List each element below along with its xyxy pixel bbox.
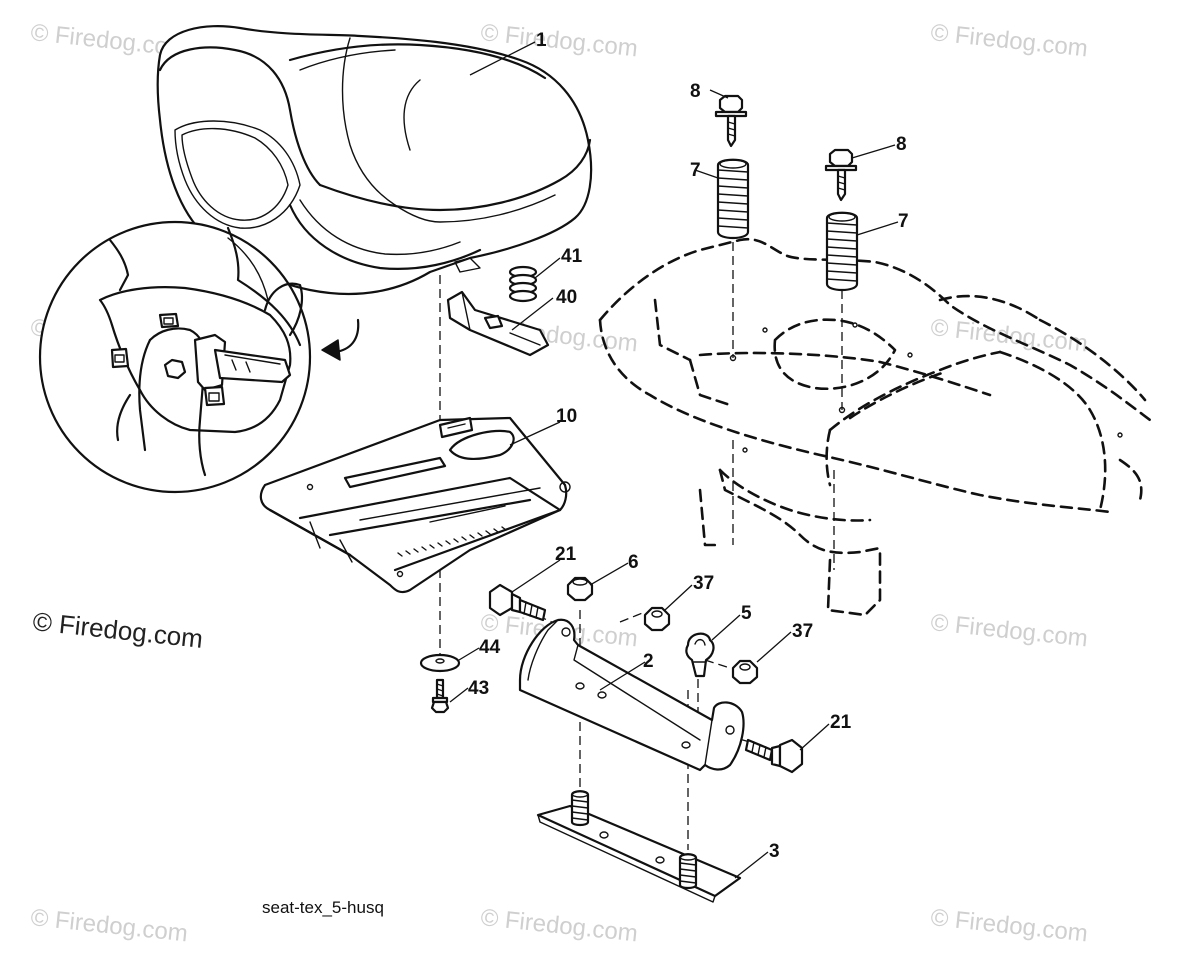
fender-holes [729,322,1123,453]
main-watermark: © Firedog.com [31,606,204,654]
watermark: © Firedog.com [929,19,1089,62]
diagram-caption: seat-tex_5-husq [262,898,384,917]
fender-outline [598,237,1152,617]
callout-3: 3 [769,841,780,862]
seat-pan [259,416,571,594]
seat-bracket [446,290,550,357]
callout-10: 10 [556,406,577,427]
callout-44: 44 [479,637,501,658]
spring-7-left [716,158,750,240]
arrow [321,318,360,361]
nut-37-upper [643,606,671,632]
callout-37a: 37 [693,573,714,594]
washer-44 [419,653,461,673]
nut-37-lower [731,659,759,685]
bolt-8-left [714,94,748,148]
clip-5 [685,632,715,678]
spring-7-right [825,211,859,292]
callout-41: 41 [561,246,583,267]
seat-spring [508,265,538,303]
detail-circle [38,220,312,494]
callout-7b: 7 [898,211,909,232]
watermark: © Firedog.com [929,609,1089,652]
watermark: © Firedog.com [929,314,1089,357]
bolt-21-right [744,738,804,774]
watermark: © Firedog.com [479,904,639,947]
callout-40: 40 [556,287,577,308]
leader-lines [449,41,899,879]
callout-5: 5 [741,603,752,624]
watermark: © Firedog.com [29,904,189,947]
bolt-21-left [488,583,547,622]
callout-43: 43 [468,678,489,699]
callouts: 1 8 8 7 7 41 40 10 21 6 37 5 37 2 44 43 … [468,30,909,862]
callout-37b: 37 [792,621,813,642]
callout-7a: 7 [690,160,701,181]
bolt-8-right [824,148,858,202]
nut-6 [566,576,594,602]
callout-21a: 21 [555,544,577,565]
isolator-plate [536,790,742,903]
mount-bracket [518,618,745,772]
callout-8a: 8 [690,81,701,102]
callout-8b: 8 [896,134,907,155]
callout-21b: 21 [830,712,852,733]
callout-1: 1 [536,30,547,51]
bolt-43 [430,678,450,714]
callout-6: 6 [628,552,639,573]
callout-2: 2 [643,651,654,672]
watermark: © Firedog.com [929,904,1089,947]
